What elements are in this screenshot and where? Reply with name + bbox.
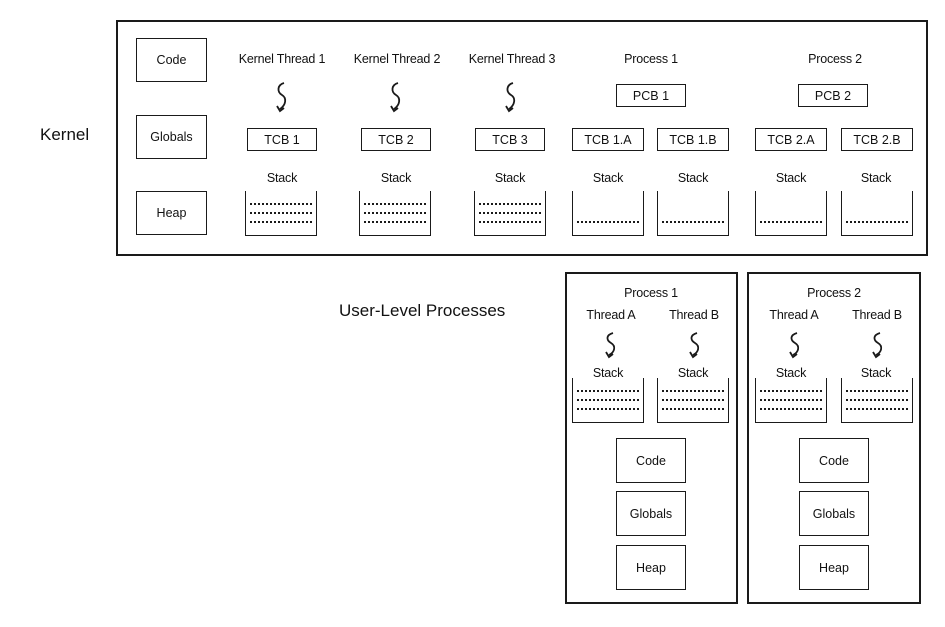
tcb-1-box: TCB 1 (247, 128, 317, 151)
kernel-thread-1-title: Kernel Thread 1 (238, 52, 326, 66)
tcb-1b-stack (657, 191, 729, 236)
tcb-2b-box: TCB 2.B (841, 128, 913, 151)
tcb-3-box: TCB 3 (475, 128, 545, 151)
tcb-1a-stack-label: Stack (592, 171, 624, 185)
user-process-2-thread-a-stack (755, 378, 827, 423)
user-process-2-thread-b-stack (841, 378, 913, 423)
kernel-globals-box: Globals (136, 115, 207, 159)
tcb-2a-box: TCB 2.A (755, 128, 827, 151)
tcb-2b-stack (841, 191, 913, 236)
user-process-2-title: Process 2 (807, 286, 861, 300)
user-process-1-thread-b-name: Thread B (669, 308, 719, 322)
user-process-2-thread-a-arrow-icon (789, 332, 800, 359)
user-process-2-thread-b-arrow-icon (872, 332, 883, 359)
kernel-heap-box: Heap (136, 191, 207, 235)
kernel-process-2-title: Process 2 (808, 52, 862, 66)
pcb-1-box: PCB 1 (616, 84, 686, 107)
user-process-1-code-box: Code (616, 438, 686, 483)
user-process-2-frame (747, 272, 921, 604)
tcb-1a-stack (572, 191, 644, 236)
user-process-1-thread-a-arrow-icon (605, 332, 616, 359)
kernel-process-1-title: Process 1 (624, 52, 678, 66)
kernel-thread-2-arrow-icon (390, 82, 401, 113)
tcb-1a-box: TCB 1.A (572, 128, 644, 151)
user-process-1-thread-b-arrow-icon (689, 332, 700, 359)
kernel-thread-2-stack (359, 191, 431, 236)
user-process-2-thread-a-stack-label: Stack (775, 366, 807, 380)
kernel-frame (116, 20, 928, 256)
user-process-2-globals-box: Globals (799, 491, 869, 536)
kernel-label: Kernel (40, 125, 90, 144)
tcb-1b-box: TCB 1.B (657, 128, 729, 151)
kernel-thread-3-stack-label: Stack (494, 171, 526, 185)
kernel-thread-1-stack (245, 191, 317, 236)
user-process-1-heap-box: Heap (616, 545, 686, 590)
kernel-thread-3-title: Kernel Thread 3 (468, 52, 556, 66)
user-process-2-thread-b-stack-label: Stack (860, 366, 892, 380)
kernel-code-box: Code (136, 38, 207, 82)
pcb-2-box: PCB 2 (798, 84, 868, 107)
kernel-thread-1-arrow-icon (276, 82, 287, 113)
user-process-1-thread-a-stack (572, 378, 644, 423)
user-process-1-thread-a-stack-label: Stack (592, 366, 624, 380)
kernel-thread-2-title: Kernel Thread 2 (353, 52, 441, 66)
user-process-2-code-box: Code (799, 438, 869, 483)
user-level-label: User-Level Processes (339, 301, 506, 320)
user-process-2-heap-box: Heap (799, 545, 869, 590)
user-process-1-title: Process 1 (624, 286, 678, 300)
tcb-1b-stack-label: Stack (677, 171, 709, 185)
kernel-thread-3-arrow-icon (505, 82, 516, 113)
user-process-1-thread-b-stack-label: Stack (677, 366, 709, 380)
tcb-2a-stack (755, 191, 827, 236)
kernel-thread-2-stack-label: Stack (380, 171, 412, 185)
kernel-thread-3-stack (474, 191, 546, 236)
user-process-1-globals-box: Globals (616, 491, 686, 536)
user-process-1-frame (565, 272, 738, 604)
tcb-2a-stack-label: Stack (775, 171, 807, 185)
tcb-2b-stack-label: Stack (860, 171, 892, 185)
kernel-thread-1-stack-label: Stack (266, 171, 298, 185)
user-process-1-thread-b-stack (657, 378, 729, 423)
tcb-2-box: TCB 2 (361, 128, 431, 151)
user-process-2-thread-b-name: Thread B (852, 308, 902, 322)
user-process-2-thread-a-name: Thread A (769, 308, 819, 322)
user-process-1-thread-a-name: Thread A (586, 308, 636, 322)
